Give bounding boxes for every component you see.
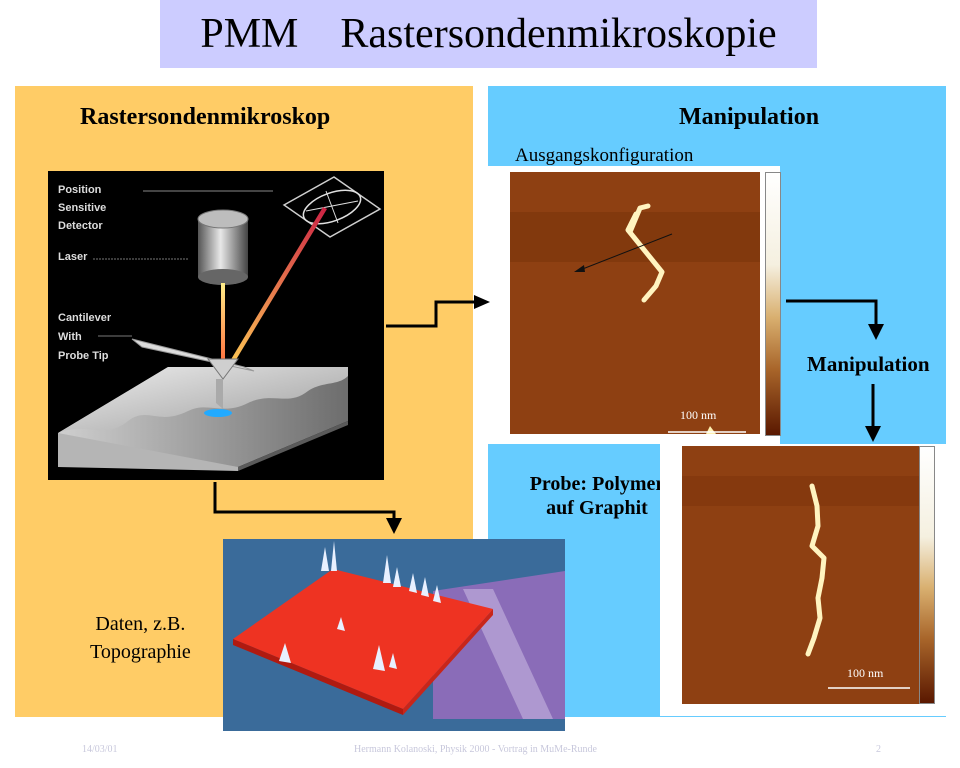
polymer-chain-2 [805,483,827,657]
probe-spot [204,409,232,417]
topography-surface [233,569,493,709]
scale-bar-2-label: 100 nm [847,666,884,680]
psd-label-line3: Detector [58,220,103,232]
afm-image-2-frame: 100 nm [660,444,946,716]
afm-schematic-drawing [58,176,382,471]
afm-image-1-frame: 100 nm [488,166,781,444]
scale-bar-1-label: 100 nm [680,408,717,422]
polymer-chain-1 [625,203,665,303]
footer-page: 2 [876,744,881,755]
sample-label-line1: Probe: Polymer [529,473,665,495]
topography-image [223,539,565,731]
cantilever-label-line3: Probe Tip [58,350,109,362]
footer-center: Hermann Kolanoski, Physik 2000 - Vortrag… [354,744,597,755]
cantilever-label-line2: With [58,331,82,343]
start-config-label: Ausgangskonfiguration [515,145,694,166]
psd-label-line2: Sensitive [58,202,107,214]
psd-label: Position Sensitive Detector [58,181,106,235]
laser-label: Laser [58,251,88,263]
afm-image-1: 100 nm [510,172,760,434]
afm-schematic: Position Sensitive Detector Laser Cantil… [48,171,384,480]
right-heading: Manipulation [679,104,820,130]
cantilever-label-line1: Cantilever [58,312,112,324]
sample-label-line2: auf Graphit [546,497,648,519]
arrow-to-topography [213,482,402,534]
data-label-line2: Topographie [90,641,191,663]
psd-label-line1: Position [58,184,102,196]
sample-surface [58,367,348,433]
afm-image-2: 100 nm [682,446,920,704]
sample-label: Probe: Polymer auf Graphit [522,472,672,520]
laser-cylinder [198,219,248,277]
data-label-line1: Daten, z.B. [95,613,186,635]
slide-title: PMM Rastersondenmikroskopie [200,11,777,57]
footer-date: 14/03/01 [82,744,118,755]
data-label: Daten, z.B. Topographie [90,610,191,666]
cantilever-label: Cantilever With Probe Tip [58,309,111,366]
left-heading: Rastersondenmikroskop [80,104,331,130]
arrow-down-1 [786,299,884,340]
colorbar-1 [765,172,781,436]
arrow-to-image-1 [386,295,490,328]
title-box: PMM Rastersondenmikroskopie [160,0,817,68]
colorbar-2 [919,446,935,704]
manipulation-step-label: Manipulation [807,352,930,376]
arrow-down-2 [865,384,881,442]
